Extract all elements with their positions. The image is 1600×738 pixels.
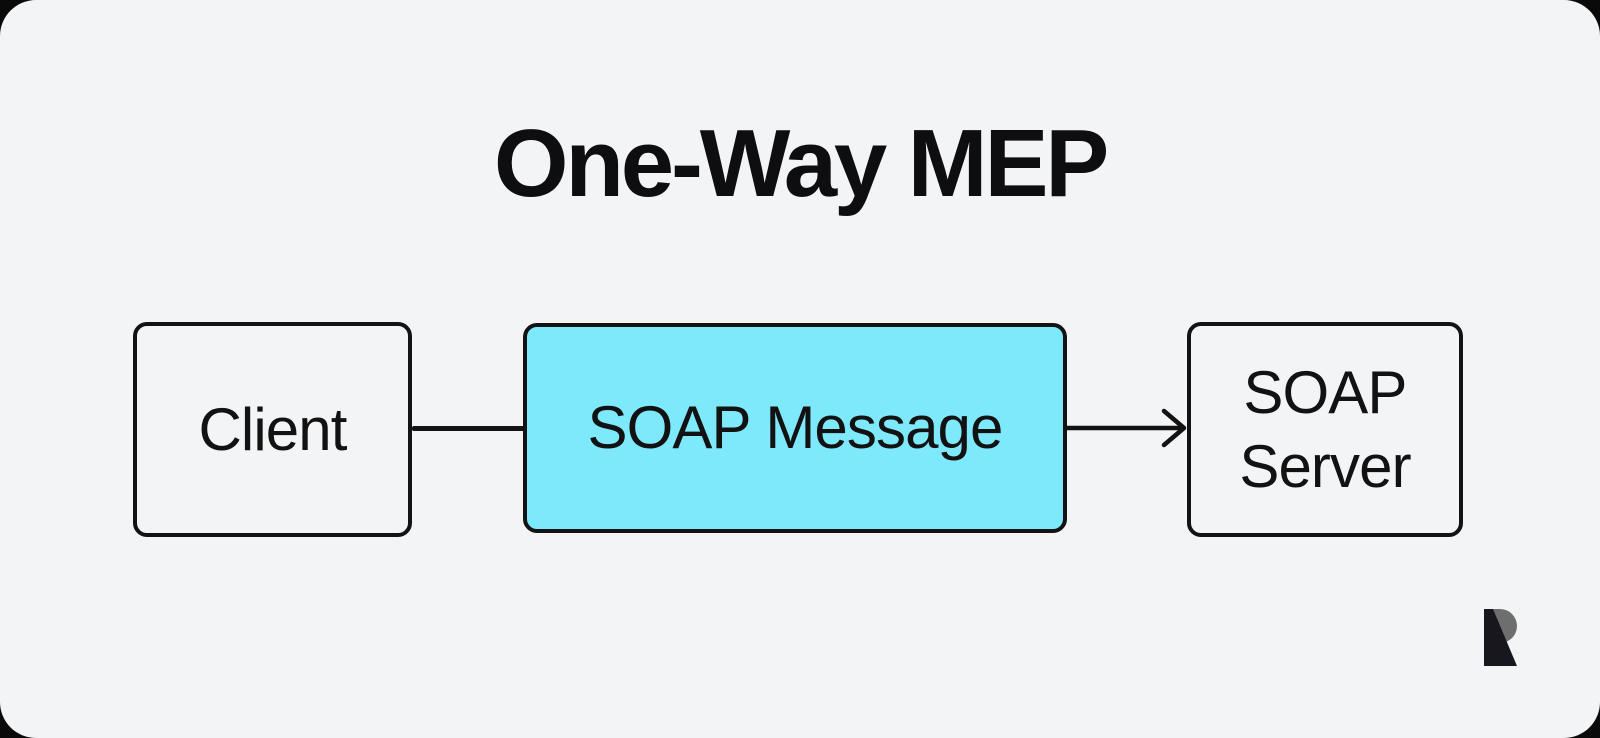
arrow-head-icon bbox=[1161, 408, 1187, 448]
node-client-label: Client bbox=[198, 395, 348, 463]
connector-client-to-message bbox=[412, 426, 525, 431]
r-logo-icon bbox=[1484, 609, 1517, 666]
node-soap-server: SOAP Server bbox=[1187, 322, 1463, 537]
page-title: One-Way MEP bbox=[493, 110, 1110, 217]
node-soap-message: SOAP Message bbox=[523, 323, 1067, 533]
node-client: Client bbox=[133, 322, 412, 537]
node-soap-message-label: SOAP Message bbox=[587, 394, 1004, 462]
node-soap-server-label: SOAP Server bbox=[1239, 359, 1411, 500]
r-logo-triangle bbox=[1484, 609, 1517, 666]
connector-message-to-server bbox=[1064, 408, 1187, 448]
